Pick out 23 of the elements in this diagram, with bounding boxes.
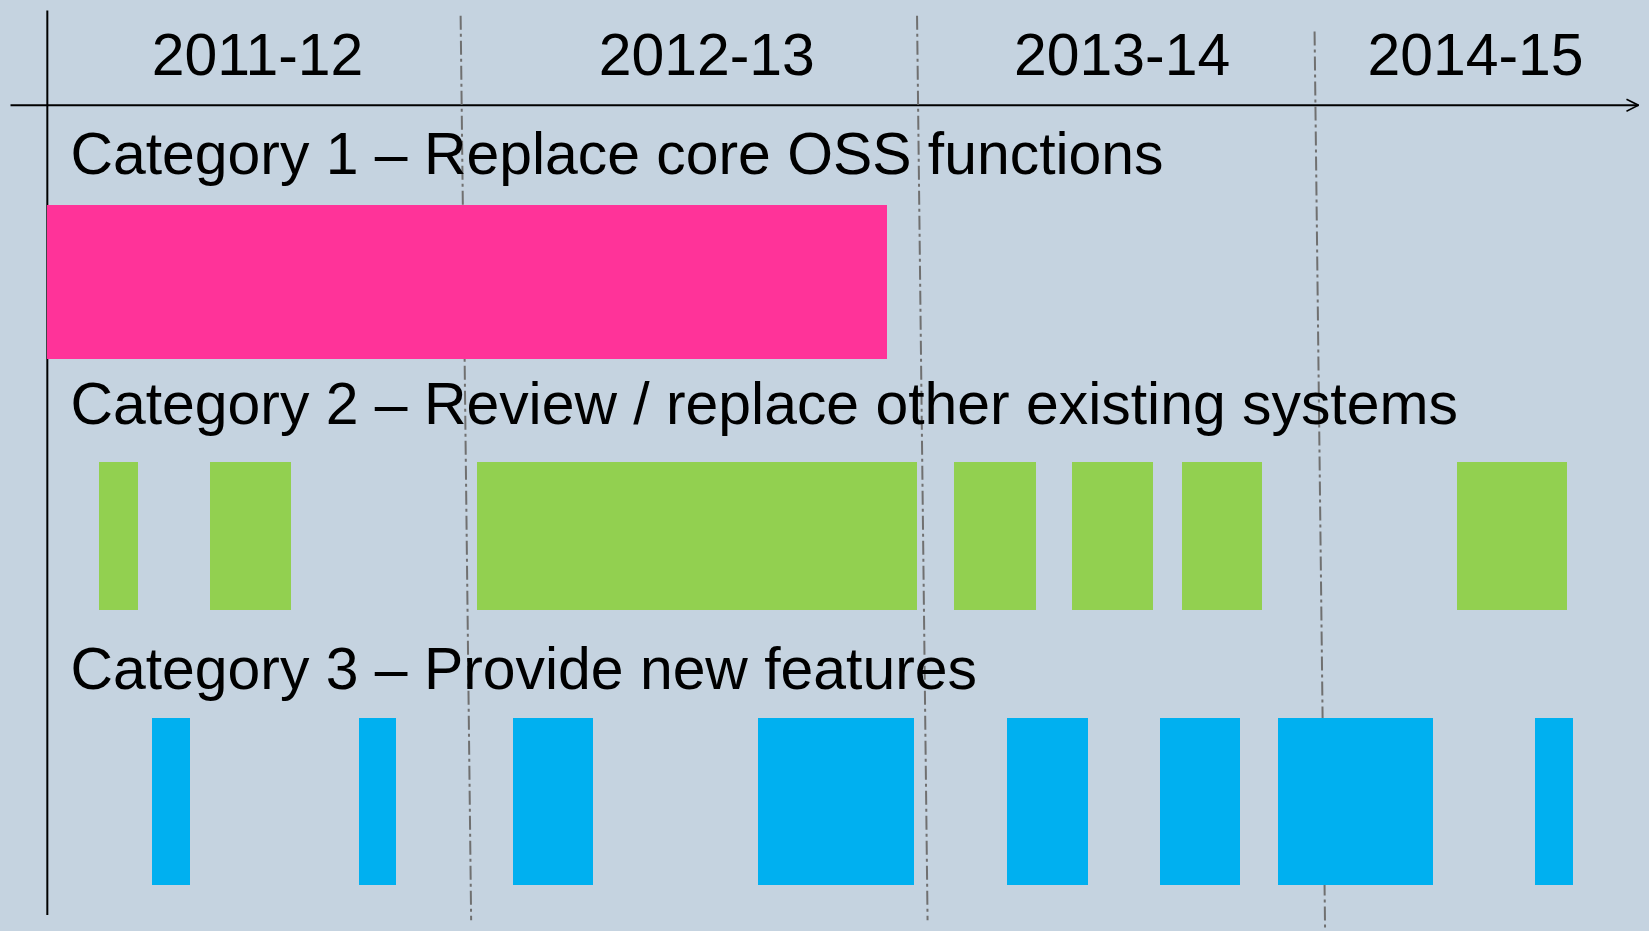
timeline-bar [758, 718, 914, 886]
timeline-bar [152, 718, 191, 886]
timeline-bar [1456, 461, 1567, 610]
timeline-bar [477, 461, 917, 610]
timeline-bar [47, 205, 887, 359]
timeline-bar [210, 461, 292, 610]
timeline-bar [1535, 718, 1574, 886]
timeline-bar [358, 718, 397, 886]
timeline-bar [1071, 461, 1153, 610]
year-label: 2012-13 [598, 26, 815, 86]
category-heading: Category 3 – Provide new features [70, 640, 977, 700]
year-label: 2014-15 [1367, 26, 1584, 86]
timeline-bar [1182, 461, 1262, 610]
timeline-bar [953, 461, 1036, 610]
timeline-bar [98, 461, 138, 610]
timeline-bar [1007, 718, 1089, 886]
timeline-bar [513, 718, 594, 886]
timeline-bar [1159, 718, 1240, 886]
category-heading: Category 1 – Replace core OSS functions [70, 125, 1164, 184]
year-label: 2013-14 [1014, 26, 1231, 86]
timeline-bar [1277, 718, 1434, 886]
category-heading: Category 2 – Review / replace other existing systems [70, 375, 1458, 435]
year-label: 2011-12 [151, 26, 364, 86]
